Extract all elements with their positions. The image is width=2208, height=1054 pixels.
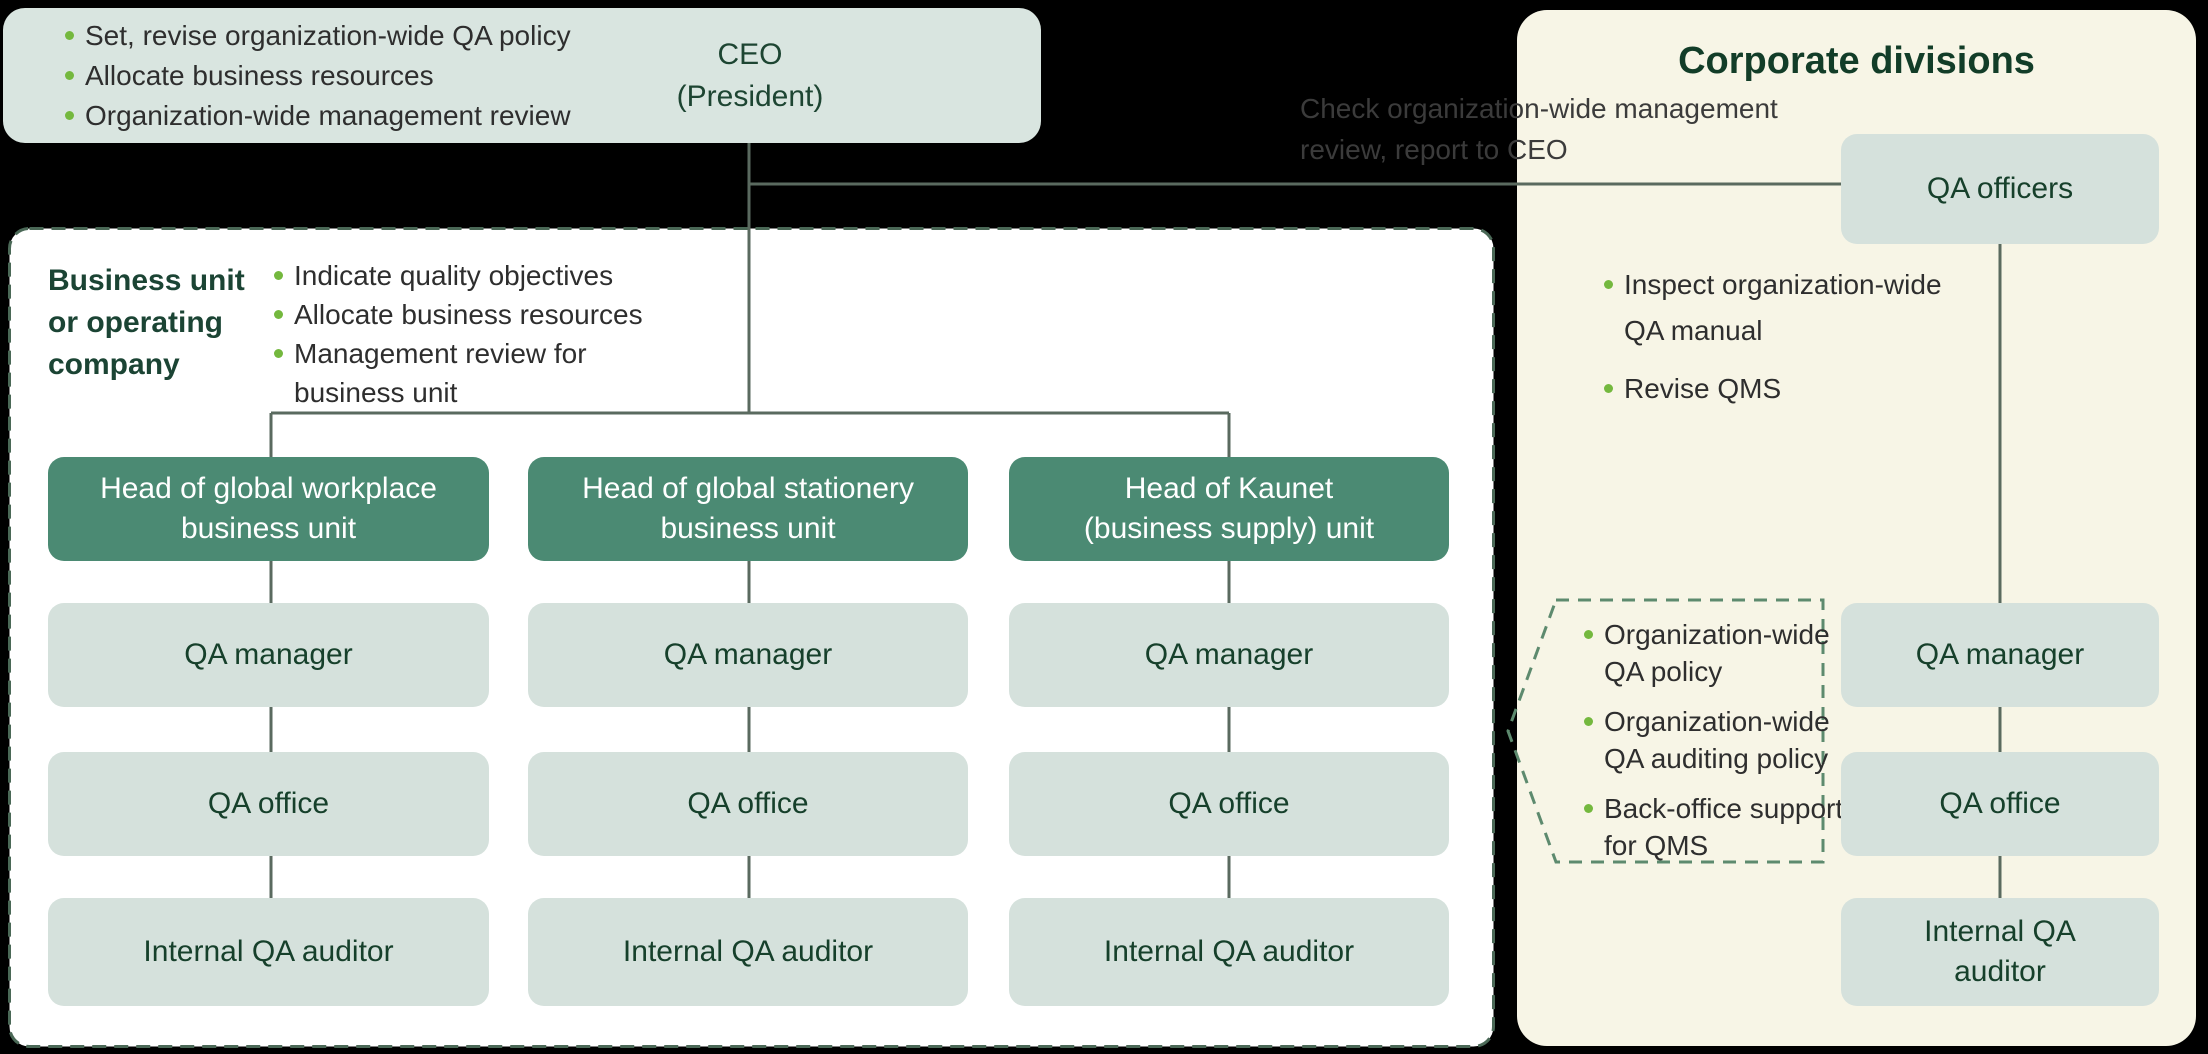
list-item: Set, revise organization-wide QA policy (65, 16, 571, 56)
bullet-icon (274, 310, 283, 319)
bullet-icon (1584, 630, 1593, 639)
qa-manager-box-col2: QA manager (528, 603, 968, 707)
bullet-text: Organization-wide QA policy (1604, 619, 1830, 687)
qa-manager-box-col3: QA manager (1009, 603, 1449, 707)
officer-duties-list: Inspect organization-wide QA manual Revi… (1604, 262, 1942, 424)
bullet-icon (1604, 384, 1613, 393)
bullet-icon (1584, 804, 1593, 813)
qa-manager-box-col1: QA manager (48, 603, 489, 707)
bullet-text: Revise QMS (1624, 373, 1782, 404)
bullet-text: Allocate business resources (85, 59, 434, 91)
qa-office-box-col1: QA office (48, 752, 489, 856)
bullet-icon (274, 349, 283, 358)
internal-qa-auditor-box-col3: Internal QA auditor (1009, 898, 1449, 1006)
internal-qa-auditor-box-col2: Internal QA auditor (528, 898, 968, 1006)
ceo-title: CEO (President) (676, 37, 824, 113)
list-item: Organization-wide QA auditing policy (1584, 703, 1843, 777)
list-item: Management review for business unit (274, 334, 643, 412)
bullet-text: Inspect organization-wide QA manual (1624, 269, 1942, 346)
note-check-review: Check organization-wide management revie… (1300, 93, 1778, 165)
head-box-kaunet: Head of Kaunet (business supply) unit (1009, 457, 1449, 561)
list-item: Allocate business resources (274, 295, 643, 334)
bullet-text: Organization-wide management review (85, 99, 571, 131)
head-box-global-stationery: Head of global stationery business unit (528, 457, 968, 561)
callout-duties-list: Organization-wide QA policy Organization… (1584, 616, 1843, 877)
internal-qa-auditor-box-col1: Internal QA auditor (48, 898, 489, 1006)
corporate-title: Corporate divisions (1678, 40, 2035, 82)
bullet-icon (274, 271, 283, 280)
bullet-icon (65, 70, 74, 80)
bullet-icon (65, 30, 74, 40)
list-item: Organization-wide QA policy (1584, 616, 1843, 690)
bullet-text: Set, revise organization-wide QA policy (85, 19, 571, 51)
list-item: Back-office support for QMS (1584, 790, 1843, 864)
business-duties-list: Indicate quality objectives Allocate bus… (274, 256, 643, 412)
bullet-text: Management review for business unit (294, 338, 587, 408)
business-unit-label: Business unit or operating company (48, 264, 245, 381)
ceo-box: Set, revise organization-wide QA policy … (3, 8, 1041, 143)
head-box-global-workplace: Head of global workplace business unit (48, 457, 489, 561)
qa-officers-box: QA officers (1841, 134, 2159, 244)
qa-office-box-col3: QA office (1009, 752, 1449, 856)
bullet-icon (1604, 280, 1613, 289)
list-item: Revise QMS (1604, 366, 1942, 412)
list-item: Allocate business resources (65, 56, 571, 96)
bullet-text: Back-office support for QMS (1604, 793, 1844, 861)
bullet-icon (65, 110, 74, 120)
list-item: Indicate quality objectives (274, 256, 643, 295)
corp-qa-manager-box: QA manager (1841, 603, 2159, 707)
bullet-text: Organization-wide QA auditing policy (1604, 706, 1830, 774)
corp-internal-qa-auditor-box: Internal QA auditor (1841, 898, 2159, 1006)
qa-office-box-col2: QA office (528, 752, 968, 856)
list-item: Organization-wide management review (65, 96, 571, 136)
callout-dashed-border (1506, 598, 1825, 864)
bullet-text: Indicate quality objectives (294, 260, 614, 291)
list-item: Inspect organization-wide QA manual (1604, 262, 1942, 354)
bullet-text: Allocate business resources (294, 299, 643, 330)
bullet-icon (1584, 717, 1593, 726)
ceo-duties-list: Set, revise organization-wide QA policy … (65, 16, 571, 136)
corp-qa-office-box: QA office (1841, 752, 2159, 856)
